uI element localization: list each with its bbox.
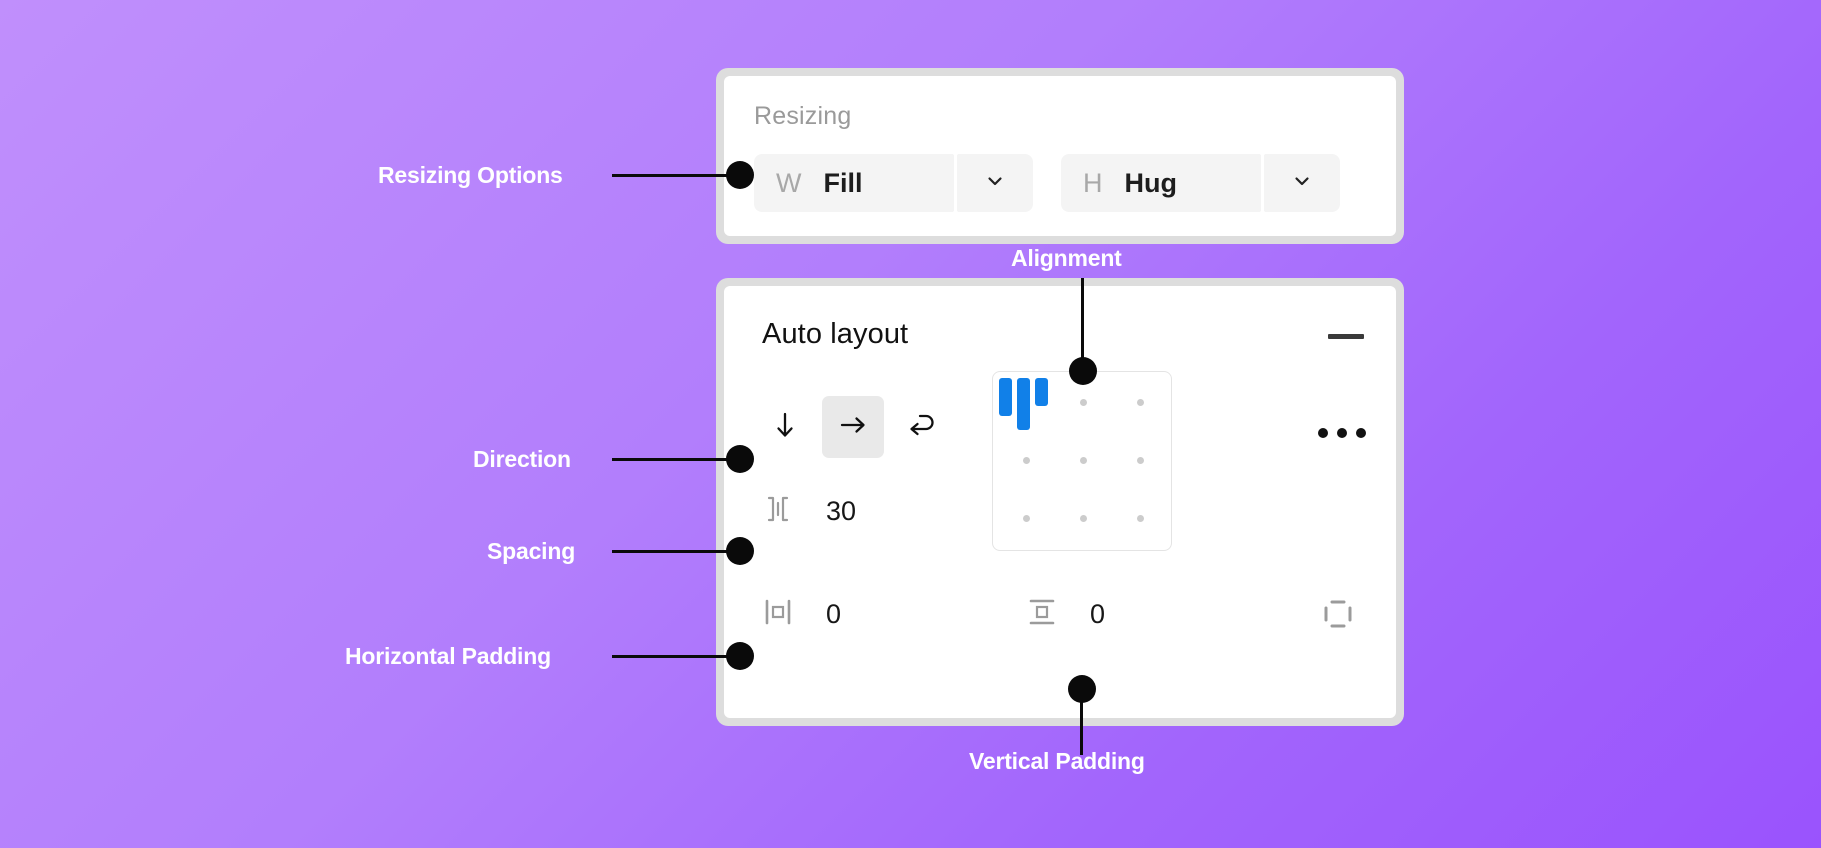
height-axis-label: H xyxy=(1083,167,1103,198)
chevron-down-icon xyxy=(1289,168,1315,199)
resizing-section-label: Resizing xyxy=(754,102,852,130)
annotation-label-vertical-padding: Vertical Padding xyxy=(969,748,1145,774)
vertical-padding-value: 0 xyxy=(1090,599,1106,629)
height-value: Hug xyxy=(1124,167,1177,198)
alignment-cell-bottom-left[interactable] xyxy=(996,488,1056,548)
resizing-controls-row: W Fill H Hug xyxy=(754,154,1340,212)
auto-layout-title: Auto layout xyxy=(762,318,909,350)
alignment-cell-middle-right[interactable] xyxy=(1110,430,1170,490)
minus-icon[interactable] xyxy=(1328,334,1364,339)
annotation-label-alignment: Alignment xyxy=(1011,245,1122,271)
alignment-grid-icon[interactable] xyxy=(992,371,1172,551)
alignment-cell-top-center[interactable] xyxy=(1053,372,1113,432)
resizing-panel-body: Resizing W Fill xyxy=(724,76,1396,236)
annotation-dot-horizontal-padding xyxy=(726,642,754,670)
annotation-label-resizing-options: Resizing Options xyxy=(378,162,563,188)
annotation-line-vertical-padding xyxy=(1080,689,1083,755)
spacing-icon xyxy=(760,491,796,532)
height-resize-control: H Hug xyxy=(1061,154,1340,212)
alignment-cell-middle-left[interactable] xyxy=(996,430,1056,490)
annotation-line-horizontal-padding xyxy=(612,655,740,658)
direction-horizontal-button[interactable] xyxy=(822,396,884,458)
alignment-bar xyxy=(1035,378,1048,406)
spacing-value: 30 xyxy=(826,496,857,526)
height-dropdown-button[interactable] xyxy=(1264,154,1340,212)
annotation-dot-direction xyxy=(726,445,754,473)
width-axis-label: W xyxy=(776,167,802,198)
annotation-line-spacing xyxy=(612,550,740,553)
alignment-cell-top-right[interactable] xyxy=(1110,372,1170,432)
vertical-padding-control[interactable]: 0 xyxy=(1024,594,1105,635)
horizontal-padding-control[interactable]: 0 xyxy=(760,594,841,635)
annotation-label-horizontal-padding: Horizontal Padding xyxy=(345,643,551,669)
ellipsis-dot xyxy=(1356,428,1366,438)
alignment-bar xyxy=(1017,378,1030,430)
height-field[interactable]: H Hug xyxy=(1061,154,1261,212)
alignment-dot xyxy=(1136,398,1144,406)
auto-layout-panel: Auto layout xyxy=(716,278,1404,726)
alignment-dot xyxy=(1079,398,1087,406)
individual-padding-icon xyxy=(1318,600,1358,638)
annotation-dot-alignment xyxy=(1069,357,1097,385)
ellipsis-dot xyxy=(1337,428,1347,438)
annotation-line-resizing-options xyxy=(612,174,740,177)
vertical-padding-icon xyxy=(1024,594,1060,635)
alignment-dot xyxy=(1136,456,1144,464)
auto-layout-panel-body: Auto layout xyxy=(724,286,1396,718)
alignment-cell-bottom-center[interactable] xyxy=(1053,488,1113,548)
annotation-dot-spacing xyxy=(726,537,754,565)
alignment-cell-bottom-right[interactable] xyxy=(1110,488,1170,548)
horizontal-padding-value: 0 xyxy=(826,599,842,629)
alignment-dot xyxy=(1022,456,1030,464)
width-dropdown-button[interactable] xyxy=(957,154,1033,212)
alignment-selected-indicator xyxy=(999,378,1059,438)
spacing-control-row[interactable]: 30 xyxy=(760,491,856,532)
wrap-arrow-icon xyxy=(904,408,938,447)
arrow-right-icon xyxy=(836,408,870,447)
alignment-cell-middle-center[interactable] xyxy=(1053,430,1113,490)
horizontal-padding-icon xyxy=(760,594,796,635)
chevron-down-icon xyxy=(982,168,1008,199)
alignment-dot xyxy=(1079,514,1087,522)
arrow-down-icon xyxy=(768,408,802,447)
annotation-label-spacing: Spacing xyxy=(487,538,576,564)
width-value: Fill xyxy=(823,167,863,198)
individual-padding-button[interactable] xyxy=(1318,594,1358,639)
annotation-dot-resizing-options xyxy=(726,161,754,189)
alignment-dot xyxy=(1022,514,1030,522)
alignment-dot xyxy=(1079,456,1087,464)
annotation-label-direction: Direction xyxy=(473,446,571,472)
direction-control-row xyxy=(754,396,952,458)
direction-vertical-button[interactable] xyxy=(754,396,816,458)
ellipsis-icon[interactable] xyxy=(1318,418,1366,448)
width-resize-control: W Fill xyxy=(754,154,1033,212)
resizing-panel: Resizing W Fill xyxy=(716,68,1404,244)
alignment-dot xyxy=(1136,514,1144,522)
alignment-bar xyxy=(999,378,1012,416)
annotation-line-alignment xyxy=(1081,278,1084,368)
annotation-line-direction xyxy=(612,458,740,461)
ellipsis-dot xyxy=(1318,428,1328,438)
width-field[interactable]: W Fill xyxy=(754,154,954,212)
direction-wrap-button[interactable] xyxy=(890,396,952,458)
